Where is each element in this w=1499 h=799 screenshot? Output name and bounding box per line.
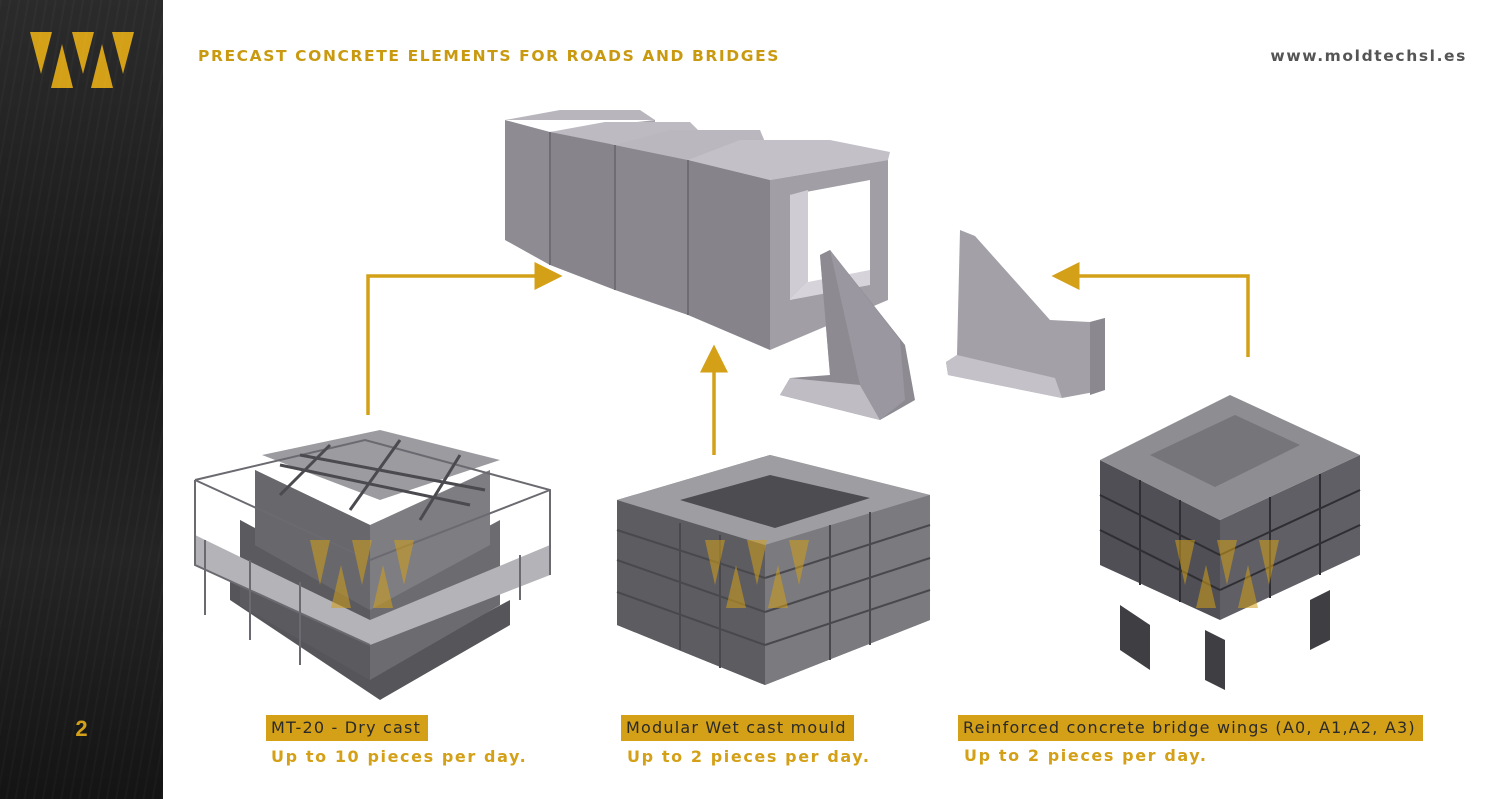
watermark-logo-icon [705,540,809,608]
sidebar: 2 [0,0,163,799]
product-capacity-mt20: Up to 10 pieces per day. [271,747,528,766]
product-capacity-wet-cast: Up to 2 pieces per day. [627,747,871,766]
watermark-logo-icon [1175,540,1279,608]
arrow-dry-cast-to-culvert [366,262,563,415]
wet-cast-mould-illustration [616,455,931,685]
page-title: PRECAST CONCRETE ELEMENTS FOR ROADS AND … [198,47,781,65]
process-arrows [366,262,1250,455]
website-url[interactable]: www.moldtechsl.es [1270,47,1467,65]
product-capacity-bridge-wings: Up to 2 pieces per day. [964,746,1208,765]
wing-wall-illustration-2 [946,230,1105,398]
mt20-dry-cast-machine-illustration [194,430,551,700]
arrow-bridge-wing-mould-to-wall [1051,262,1250,357]
product-label-bridge-wings: Reinforced concrete bridge wings (A0, A1… [958,715,1423,741]
product-label-mt20: MT-20 - Dry cast [266,715,429,741]
watermark-logo-icon [310,540,414,608]
product-label-wet-cast: Modular Wet cast mould [621,715,854,741]
wing-wall-illustration-1 [780,250,915,420]
bridge-wing-mould-illustration [1099,395,1361,690]
